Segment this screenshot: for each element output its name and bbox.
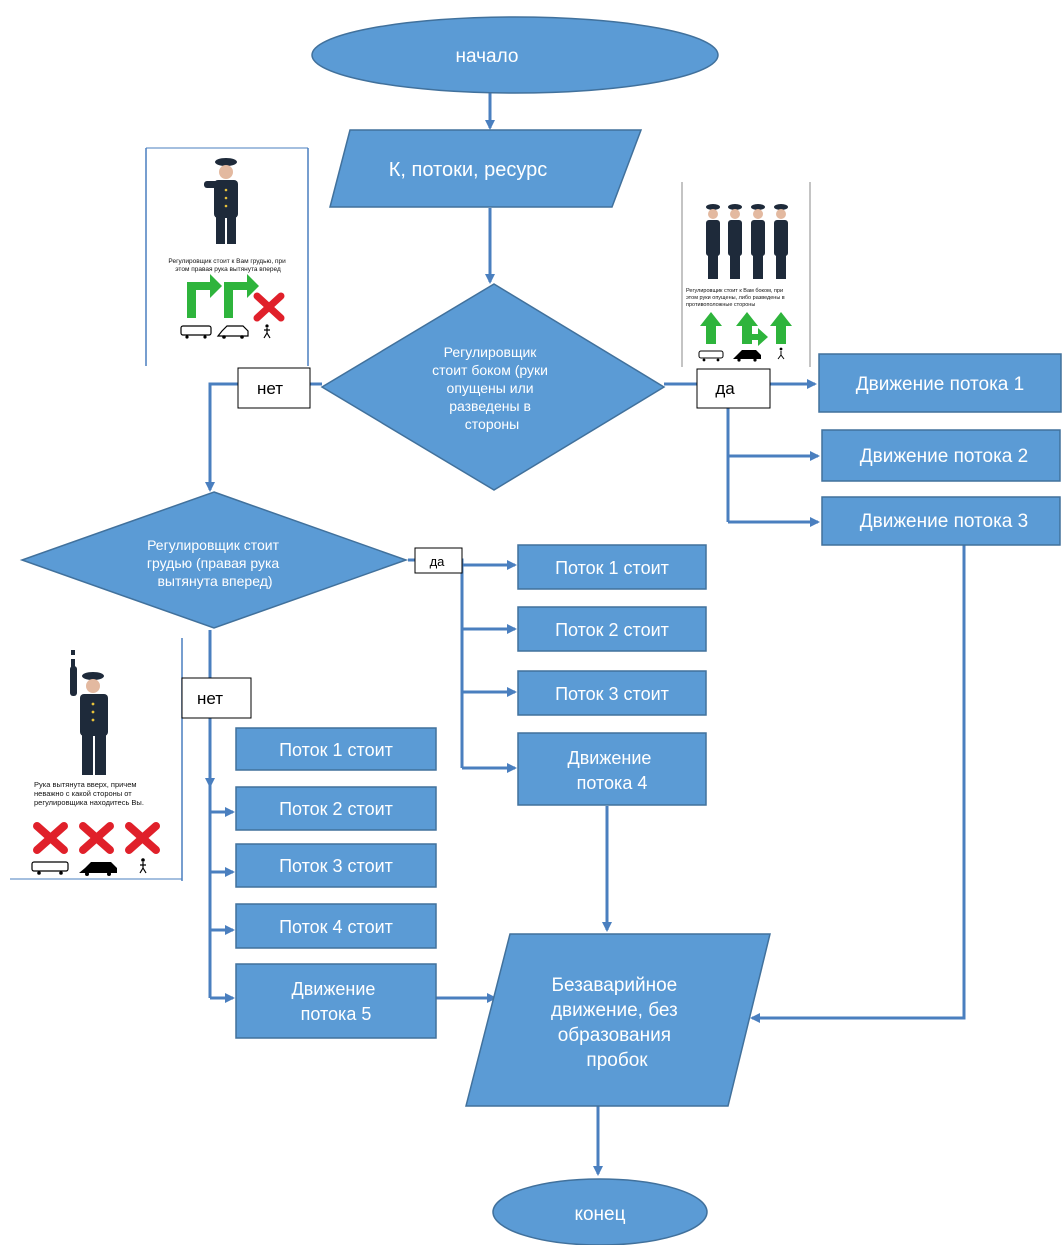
- caption-side: Регулировщик стоит к Вам боком, при этом…: [686, 288, 786, 308]
- label-yes-1: да: [696, 368, 771, 409]
- start-label: начало: [456, 46, 519, 67]
- red-cross-icon: [253, 292, 285, 322]
- caption-up: Рука вытянута вверх, причем неважно с ка…: [34, 780, 144, 807]
- illustration-chest-panel: Регулировщик стоит к Вам грудью, при это…: [145, 147, 309, 366]
- output-label: Безаварийное движение, без образования п…: [551, 975, 683, 1071]
- decision-chest: Регулировщик стоит грудью (правая рука в…: [19, 491, 409, 629]
- decision-side-label: Регулировщик стоит боком (руки опущены и…: [432, 344, 552, 432]
- process-line: потока 5: [301, 1004, 372, 1024]
- caption-line: противоположные стороны: [686, 302, 755, 308]
- decision-side-line: опущены или: [447, 380, 534, 396]
- decision-chest-line: вытянута вперед): [157, 573, 272, 589]
- decision-side-line: разведены в: [449, 398, 531, 414]
- caption-chest: Регулировщик стоит к Вам грудью, при это…: [168, 258, 287, 273]
- process-no2-1: Поток 1 стоит: [235, 727, 437, 771]
- red-cross-icon: [125, 822, 160, 854]
- process-no2-5-label: Движение потока 5: [292, 979, 381, 1024]
- label-no-1: нет: [237, 367, 311, 409]
- process-no2-2-label: Поток 2 стоит: [279, 799, 393, 819]
- end-label: конец: [574, 1204, 625, 1225]
- process-line: Движение: [568, 748, 652, 768]
- process-yes2-4-label: Движение потока 4: [568, 748, 657, 793]
- process-line: потока 4: [577, 773, 648, 793]
- tram-icon: [698, 350, 724, 362]
- officer-figure: [70, 650, 108, 775]
- tram-icon: [180, 325, 212, 339]
- red-cross-icon: [33, 822, 68, 854]
- process-no2-3-label: Поток 3 стоит: [279, 856, 393, 876]
- car-icon: [79, 862, 117, 876]
- process-yes2-3: Поток 3 стоит: [517, 670, 707, 716]
- car-icon: [733, 350, 761, 362]
- arrow-up-green-icon: [700, 312, 722, 344]
- process-flow-2-label: Движение потока 2: [860, 446, 1028, 467]
- process-line: Движение: [292, 979, 376, 999]
- decision-side: Регулировщик стоит боком (руки опущены и…: [320, 283, 666, 491]
- officers-figure: [706, 204, 788, 279]
- decision-side-line: стороны: [465, 416, 519, 432]
- process-flow-3: Движение потока 3: [821, 496, 1061, 546]
- process-yes2-1: Поток 1 стоит: [517, 544, 707, 590]
- process-yes2-3-label: Поток 3 стоит: [555, 684, 669, 704]
- connectors: [205, 92, 966, 1176]
- illustration-side-panel: Регулировщик стоит к Вам боком, при этом…: [681, 182, 811, 367]
- pedestrian-icon: [263, 324, 271, 339]
- pedestrian-icon: [777, 347, 785, 360]
- decision-chest-line: Регулировщик стоит: [147, 537, 280, 553]
- connector-flow3-to-output: [750, 545, 966, 1023]
- decision-side-line: Регулировщик: [444, 344, 538, 360]
- output-line: движение, без: [551, 1000, 678, 1021]
- process-no2-2: Поток 2 стоит: [235, 786, 437, 831]
- process-yes2-1-label: Поток 1 стоит: [555, 558, 669, 578]
- decision-chest-line: грудью (правая рука: [147, 555, 280, 571]
- decision-side-line: стоит боком (руки: [432, 362, 548, 378]
- caption-line: этом правая рука вытянута вперед: [175, 266, 281, 273]
- process-flow-3-label: Движение потока 3: [860, 511, 1028, 532]
- output-line: пробок: [586, 1050, 648, 1071]
- label-no-1-text: нет: [257, 379, 283, 398]
- decision-chest-label: Регулировщик стоит грудью (правая рука в…: [147, 537, 283, 589]
- red-cross-icon: [79, 822, 114, 854]
- caption-line: этом руки опущены, либо разведены в: [686, 295, 785, 301]
- input-label: К, потоки, ресурс: [389, 159, 548, 181]
- process-flow-2: Движение потока 2: [821, 429, 1061, 482]
- arrow-right-green-icon: [187, 274, 222, 318]
- caption-line: Регулировщик стоит к Вам боком, при: [686, 288, 783, 294]
- label-yes-2: да: [414, 547, 463, 574]
- process-no2-5: Движение потока 5: [235, 963, 437, 1039]
- process-yes2-2-label: Поток 2 стоит: [555, 620, 669, 640]
- process-no2-4: Поток 4 стоит: [235, 903, 437, 949]
- arrow-up-green-icon: [770, 312, 792, 344]
- process-no2-4-label: Поток 4 стоит: [279, 917, 393, 937]
- process-yes2-4: Движение потока 4: [517, 732, 707, 806]
- arrow-right-green-icon: [224, 274, 259, 318]
- caption-line: неважно с какой стороны от: [34, 789, 132, 798]
- tram-icon: [31, 861, 69, 875]
- label-yes-2-text: да: [430, 554, 446, 569]
- process-no2-1-label: Поток 1 стоит: [279, 740, 393, 760]
- car-icon: [216, 325, 249, 339]
- caption-line: Регулировщик стоит к Вам грудью, при: [168, 258, 286, 265]
- end-terminator: конец: [492, 1178, 708, 1245]
- process-yes2-2: Поток 2 стоит: [517, 606, 707, 652]
- caption-line: Рука вытянута вверх, причем: [34, 780, 137, 789]
- officer-figure: [204, 158, 238, 244]
- pedestrian-icon: [139, 858, 147, 874]
- illustration-up-panel: Рука вытянута вверх, причем неважно с ка…: [10, 638, 183, 881]
- output-line: Безаварийное: [551, 975, 677, 996]
- input-parallelogram: К, потоки, ресурс: [329, 129, 643, 208]
- caption-line: регулировщика находитесь Вы.: [34, 798, 144, 807]
- label-no-2: нет: [181, 677, 252, 719]
- process-flow-1-label: Движение потока 1: [856, 374, 1024, 395]
- start-terminator: начало: [311, 16, 719, 94]
- label-no-2-text: нет: [197, 689, 223, 708]
- output-parallelogram: Безаварийное движение, без образования п…: [465, 933, 771, 1107]
- label-yes-1-text: да: [715, 379, 735, 398]
- output-line: образования: [558, 1025, 671, 1046]
- arrow-up-right-green-icon: [736, 312, 768, 346]
- process-no2-3: Поток 3 стоит: [235, 843, 437, 888]
- process-flow-1: Движение потока 1: [818, 353, 1062, 413]
